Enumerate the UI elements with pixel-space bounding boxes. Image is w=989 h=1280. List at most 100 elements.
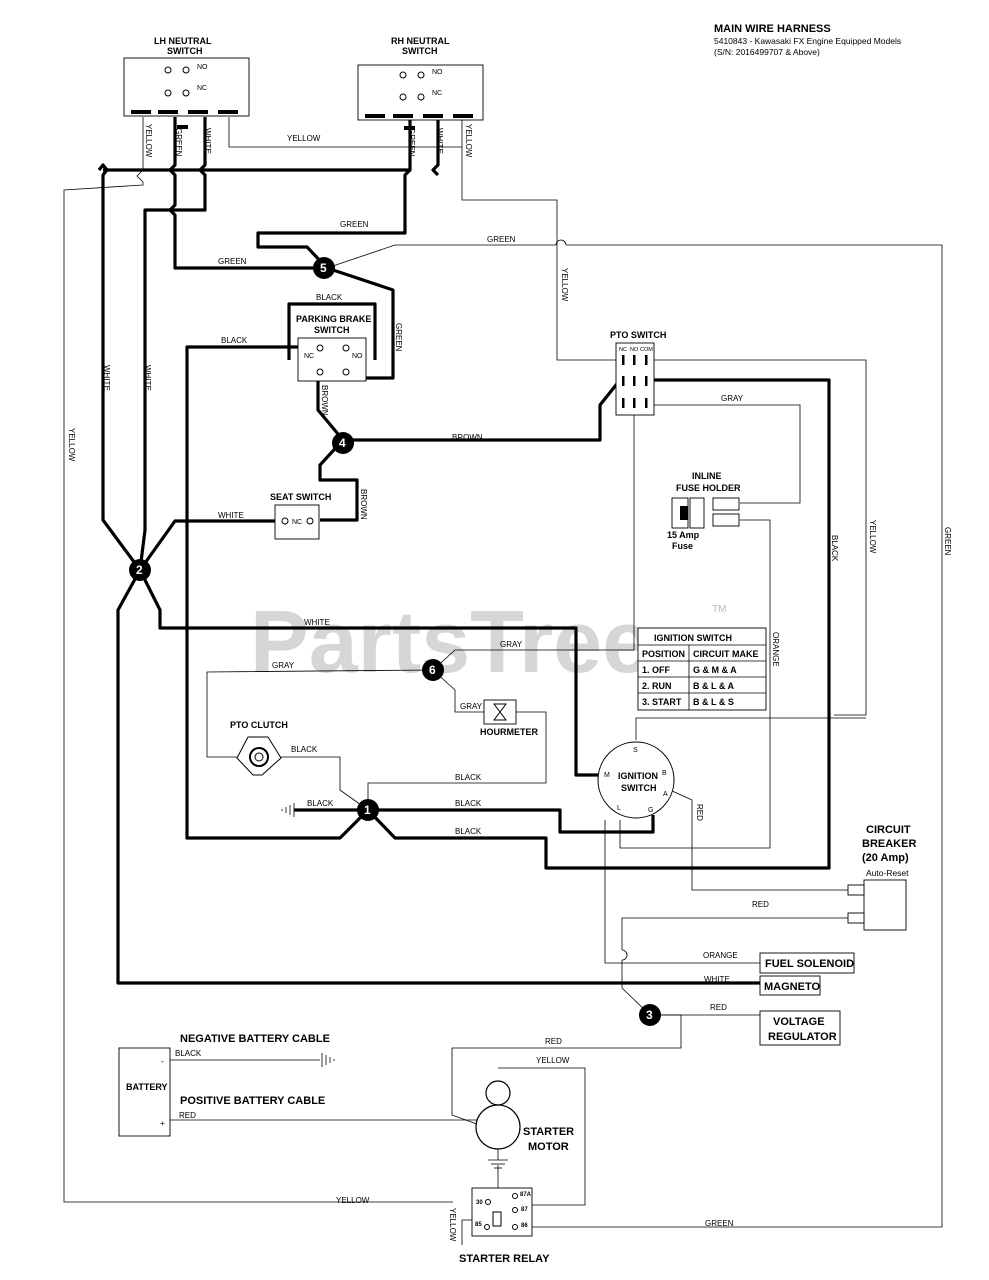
wire-label-green-pb: GREEN bbox=[394, 323, 403, 352]
ignition-table-cell-0-0: 1. OFF bbox=[642, 665, 671, 675]
wire-label-black-battery: BLACK bbox=[175, 1049, 202, 1058]
watermark-text: PartsTree bbox=[250, 592, 651, 691]
wire-label-gray-1: GRAY bbox=[500, 640, 523, 649]
lh-nc-label: NC bbox=[197, 85, 207, 92]
starter-motor-label-2: MOTOR bbox=[528, 1141, 569, 1153]
inline-fuse-label-2: FUSE HOLDER bbox=[676, 483, 741, 493]
parking-brake-label-1: PARKING BRAKE bbox=[296, 314, 371, 324]
ignition-m-label: M bbox=[604, 772, 610, 779]
wire-labels: YELLOW GREEN WHITE YELLOW GREEN WHITE YE… bbox=[67, 124, 952, 1242]
relay-87a-label: 87A bbox=[520, 1192, 532, 1198]
node-1: 1 bbox=[357, 799, 379, 821]
fuel-solenoid-label: FUEL SOLENOID bbox=[765, 958, 854, 970]
battery-label: BATTERY bbox=[126, 1082, 168, 1092]
wire-label-red-ign: RED bbox=[695, 804, 704, 821]
pto-com-label: COM bbox=[640, 347, 653, 353]
node-4: 4 bbox=[332, 432, 354, 454]
wire-label-orange-fuel: ORANGE bbox=[703, 951, 738, 960]
ignition-a-label: A bbox=[663, 791, 668, 798]
wire-label-red-starter: RED bbox=[545, 1037, 562, 1046]
ignition-switch: IGNITION SWITCH S M B A L G bbox=[597, 741, 675, 819]
wire-label-yellow-right: YELLOW bbox=[868, 520, 877, 554]
ignition-table-header-0: POSITION bbox=[642, 649, 685, 659]
wire-label-black-ign: BLACK bbox=[455, 799, 482, 808]
lh-neutral-label-1: LH NEUTRAL bbox=[154, 36, 212, 46]
lh-neutral-switch: LH NEUTRAL SWITCH NO NC bbox=[123, 36, 250, 129]
lh-neutral-label-2: SWITCH bbox=[167, 46, 203, 56]
node-2: 2 bbox=[129, 559, 151, 581]
pto-no-label: NO bbox=[630, 347, 639, 353]
ignition-table-cell-0-1: G & M & A bbox=[693, 665, 737, 675]
fuel-solenoid: FUEL SOLENOID bbox=[759, 952, 855, 974]
wire-label-gray-3: GRAY bbox=[460, 702, 483, 711]
voltage-regulator: VOLTAGE REGULATOR bbox=[759, 1010, 841, 1046]
pto-clutch: PTO CLUTCH bbox=[230, 720, 288, 776]
wire-label-yellow-lh: YELLOW bbox=[144, 124, 153, 158]
magneto: MAGNETO bbox=[759, 975, 820, 996]
parking-brake-switch: PARKING BRAKE SWITCH NC NO bbox=[296, 314, 371, 382]
ignition-table-title: IGNITION SWITCH bbox=[654, 633, 732, 643]
ignition-label-2: SWITCH bbox=[621, 783, 657, 793]
wire-label-black-left: BLACK bbox=[221, 336, 248, 345]
rh-neutral-label-1: RH NEUTRAL bbox=[391, 36, 450, 46]
negative-cable-label: NEGATIVE BATTERY CABLE bbox=[180, 1033, 330, 1045]
starter-relay-label: STARTER RELAY bbox=[459, 1253, 550, 1265]
ignition-g-label: G bbox=[648, 807, 653, 814]
ignition-l-label: L bbox=[617, 805, 621, 812]
positive-cable-label: POSITIVE BATTERY CABLE bbox=[180, 1095, 325, 1107]
rh-neutral-label-2: SWITCH bbox=[402, 46, 438, 56]
wire-label-green-3: GREEN bbox=[487, 235, 516, 244]
wire-label-white-magneto: WHITE bbox=[704, 975, 730, 984]
diagram-subtitle-2: (S/N: 2016499707 & Above) bbox=[714, 47, 820, 57]
node-3-label: 3 bbox=[646, 1008, 653, 1022]
ignition-b-label: B bbox=[662, 770, 667, 777]
wire-label-red-breaker: RED bbox=[752, 900, 769, 909]
wire-label-black-clutch: BLACK bbox=[291, 745, 318, 754]
node-6: 6 bbox=[422, 659, 444, 681]
ignition-s-label: S bbox=[633, 747, 638, 754]
wire-label-gray-pto: GRAY bbox=[721, 394, 744, 403]
node-3: 3 bbox=[639, 1004, 661, 1026]
wire-label-green-1: GREEN bbox=[340, 220, 369, 229]
ignition-table: IGNITION SWITCH POSITION CIRCUIT MAKE 1.… bbox=[637, 627, 767, 711]
fuse-rating-1: 15 Amp bbox=[667, 530, 700, 540]
relay-85-label: 85 bbox=[475, 1222, 482, 1228]
node-4-label: 4 bbox=[339, 436, 346, 450]
wire-label-gray-2: GRAY bbox=[272, 661, 295, 670]
watermark-tm: TM bbox=[712, 604, 726, 615]
pto-nc-label: NC bbox=[619, 347, 627, 353]
wire-label-red-vreg: RED bbox=[710, 1003, 727, 1012]
hourmeter: HOURMETER bbox=[480, 699, 538, 737]
wire-label-green-lh: GREEN bbox=[174, 128, 183, 157]
rh-nc-label: NC bbox=[432, 90, 442, 97]
breaker-label-2: BREAKER bbox=[862, 838, 916, 850]
relay-30-label: 30 bbox=[476, 1200, 483, 1206]
wire-label-yellow-bottom: YELLOW bbox=[336, 1196, 370, 1205]
diagram-title: MAIN WIRE HARNESS bbox=[714, 23, 831, 35]
wire-label-black-right: BLACK bbox=[830, 535, 839, 562]
wire-label-white-left1: WHITE bbox=[102, 365, 111, 391]
seat-nc-label: NC bbox=[292, 519, 302, 526]
ignition-table-header-1: CIRCUIT MAKE bbox=[693, 649, 759, 659]
wire-label-brown-pb: BROWN bbox=[320, 385, 329, 416]
starter-relay: 30 87A 87 85 86 STARTER RELAY bbox=[459, 1187, 550, 1265]
rh-no-label: NO bbox=[432, 69, 443, 76]
inline-fuse-holder: INLINE FUSE HOLDER 15 Amp Fuse bbox=[667, 471, 741, 551]
node-2-label: 2 bbox=[136, 563, 143, 577]
wire-label-yellow-far-left: YELLOW bbox=[67, 428, 76, 462]
wire-label-white-rh: WHITE bbox=[435, 128, 444, 154]
node-5: 5 bbox=[313, 257, 335, 279]
battery-pos-label: + bbox=[160, 1118, 165, 1128]
relay-86-label: 86 bbox=[521, 1223, 528, 1229]
breaker-label-1: CIRCUIT bbox=[866, 824, 911, 836]
wire-label-orange: ORANGE bbox=[771, 632, 780, 667]
ignition-table-cell-1-0: 2. RUN bbox=[642, 681, 672, 691]
pto-clutch-label: PTO CLUTCH bbox=[230, 720, 288, 730]
ground-symbol bbox=[281, 803, 295, 817]
wire-label-red-battery: RED bbox=[179, 1111, 196, 1120]
pto-switch-label: PTO SWITCH bbox=[610, 330, 666, 340]
voltage-regulator-label-2: REGULATOR bbox=[768, 1031, 837, 1043]
wire-label-brown-node4: BROWN bbox=[452, 433, 483, 442]
inline-fuse-label-1: INLINE bbox=[692, 471, 722, 481]
